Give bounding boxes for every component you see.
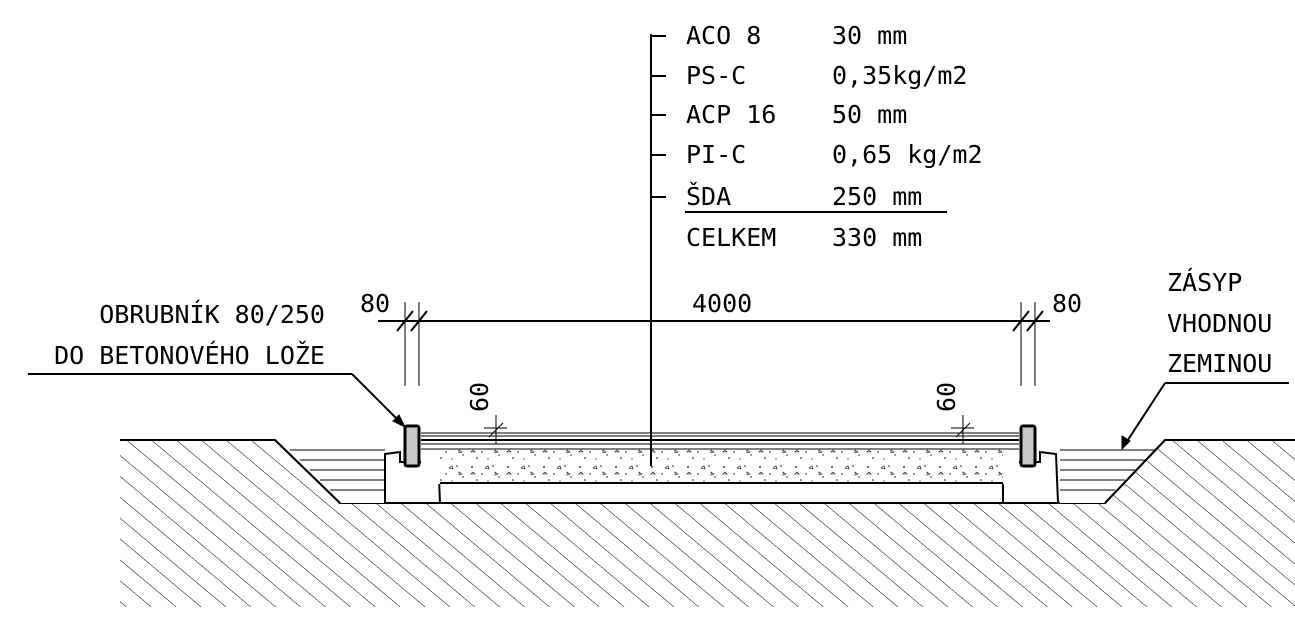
width-dimension (378, 302, 1050, 386)
pavement-layers (421, 432, 1019, 484)
layer-2-value: 0,35kg/m2 (832, 61, 967, 90)
dim-left-curb: 80 (360, 289, 390, 318)
soil-ground (120, 439, 1295, 607)
dim-right-curb: 80 (1052, 289, 1082, 318)
dim-right-layer: 60 (932, 382, 961, 412)
layer-leader (650, 34, 947, 466)
backfill-left (274, 439, 385, 504)
layer-dim-left (484, 415, 507, 444)
backfill-leader (1121, 382, 1289, 451)
layer-table: ACO 8 30 mm PS-C 0,35kg/m2 ACP 16 50 mm … (686, 21, 983, 252)
curb-left (403, 424, 421, 468)
dim-left-layer: 60 (465, 382, 494, 412)
layer-5-name: ŠDA (686, 181, 731, 211)
layer-3-value: 50 mm (832, 100, 907, 129)
curb-label-line1: OBRUBNÍK 80/250 (99, 300, 325, 329)
layer-2-name: PS-C (686, 61, 746, 90)
curb-label-line2: DO BETONOVÉHO LOŽE (54, 341, 325, 370)
total-name: CELKEM (686, 223, 776, 252)
layer-5-value: 250 mm (832, 182, 922, 211)
layer-4-name: PI-C (686, 140, 746, 169)
backfill-right (1060, 439, 1166, 504)
curb-right (1019, 424, 1037, 468)
layer-4-value: 0,65 kg/m2 (832, 140, 983, 169)
backfill-label-line3: ZEMINOU (1167, 349, 1272, 378)
layer-1-value: 30 mm (832, 21, 907, 50)
backfill-label-line1: ZÁSYP (1167, 268, 1242, 297)
backfill-label-line2: VHODNOU (1167, 309, 1272, 338)
curb-leader (28, 373, 407, 429)
layer-dim-right (951, 415, 974, 444)
dim-width: 4000 (692, 289, 752, 318)
layer-1-name: ACO 8 (686, 21, 761, 50)
layer-3-name: ACP 16 (686, 100, 776, 129)
total-value: 330 mm (832, 223, 922, 252)
